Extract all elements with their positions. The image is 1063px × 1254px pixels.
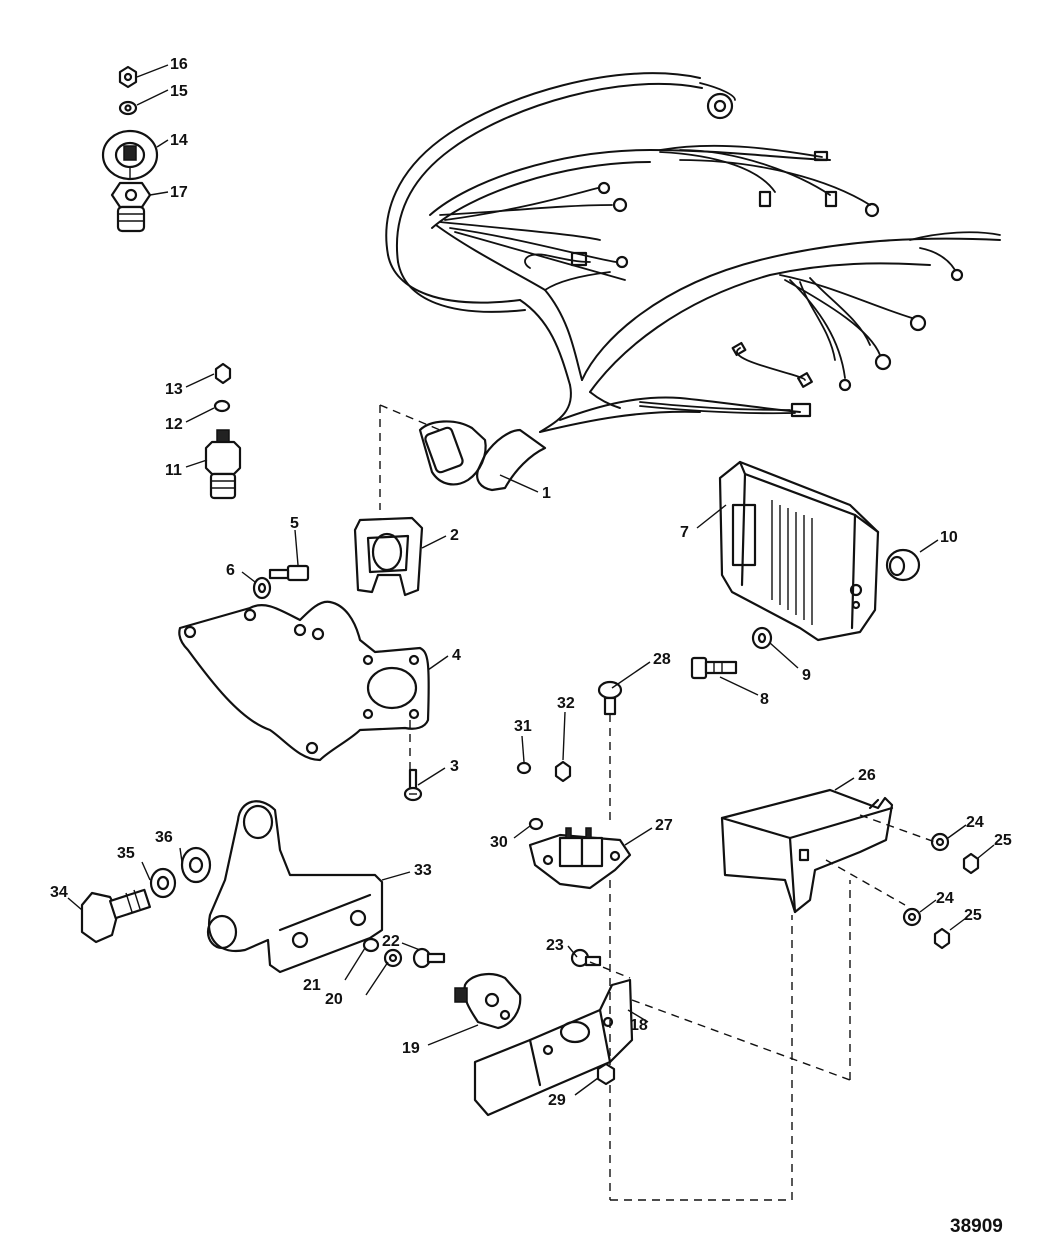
part-9-washer xyxy=(751,626,773,650)
part-25b-nut xyxy=(933,927,951,950)
part-30-nut xyxy=(528,817,544,831)
part-36-washer xyxy=(180,846,212,884)
callout-25a: 25 xyxy=(994,832,1012,849)
callout-21: 21 xyxy=(303,977,321,994)
part-24b-washer xyxy=(902,907,922,927)
callout-2: 2 xyxy=(450,527,459,544)
callout-10: 10 xyxy=(940,529,958,546)
part-20-washer xyxy=(383,948,403,968)
wiring-harness xyxy=(385,72,1001,492)
callout-34: 34 xyxy=(50,884,68,901)
part-24a-washer xyxy=(930,832,950,852)
part-23-screw xyxy=(570,948,602,968)
part-28-bolt xyxy=(597,680,623,716)
callout-31: 31 xyxy=(514,718,532,735)
part-10-grommet xyxy=(885,548,921,582)
callout-25b: 25 xyxy=(964,907,982,924)
part-29-nut xyxy=(596,1062,616,1086)
part-26-cover xyxy=(720,788,894,914)
leader-lines xyxy=(67,64,995,1096)
callout-16: 16 xyxy=(170,56,188,73)
callout-5: 5 xyxy=(290,515,299,532)
part-18-bracket xyxy=(473,978,634,1117)
part-4-mount-plate xyxy=(178,600,430,762)
callout-4: 4 xyxy=(452,647,461,664)
callout-26: 26 xyxy=(858,767,876,784)
callout-17: 17 xyxy=(170,184,188,201)
callout-22: 22 xyxy=(382,933,400,950)
part-11-switch xyxy=(204,429,242,500)
callout-18: 18 xyxy=(630,1017,648,1034)
part-34-bolt xyxy=(80,888,152,944)
callout-1: 1 xyxy=(542,485,551,502)
callout-6: 6 xyxy=(226,562,235,579)
callout-9: 9 xyxy=(802,667,811,684)
part-19-switch xyxy=(454,972,522,1030)
part-8-bolt xyxy=(690,656,738,680)
callout-36: 36 xyxy=(155,829,173,846)
callout-3: 3 xyxy=(450,758,459,775)
drawing-number: 38909 xyxy=(950,1216,1003,1237)
part-27-solenoid xyxy=(528,827,632,890)
part-25a-nut xyxy=(962,852,980,875)
callout-24b: 24 xyxy=(936,890,954,907)
part-32-nut xyxy=(554,760,572,783)
alignment-lines xyxy=(379,404,936,1201)
part-31-nut xyxy=(516,761,532,775)
callout-24a: 24 xyxy=(966,814,984,831)
part-22-screw xyxy=(412,947,446,969)
part-2-boot xyxy=(353,516,424,597)
callout-12: 12 xyxy=(165,416,183,433)
part-7-ignition-module xyxy=(718,460,880,642)
callout-labels: 16 15 14 17 13 12 11 1 2 5 6 4 3 7 10 9 … xyxy=(50,56,1012,1237)
part-6-washer xyxy=(252,576,272,600)
callout-19: 19 xyxy=(402,1040,420,1057)
part-16-nut xyxy=(118,65,138,89)
part-13-nut xyxy=(214,362,232,385)
part-14-sender xyxy=(101,129,159,181)
part-17-fitting xyxy=(110,181,152,233)
callout-35: 35 xyxy=(117,845,135,862)
part-15-washer xyxy=(118,100,138,116)
callout-14: 14 xyxy=(170,132,188,149)
part-35-lock-washer xyxy=(149,867,177,899)
callout-20: 20 xyxy=(325,991,343,1008)
part-21-nut xyxy=(362,937,380,953)
callout-32: 32 xyxy=(557,695,575,712)
part-5-screw xyxy=(268,564,310,582)
part-12-washer xyxy=(213,399,231,413)
callout-28: 28 xyxy=(653,651,671,668)
callout-30: 30 xyxy=(490,834,508,851)
callout-27: 27 xyxy=(655,817,673,834)
callout-11: 11 xyxy=(165,462,182,479)
callout-15: 15 xyxy=(170,83,188,100)
callout-23: 23 xyxy=(546,937,564,954)
part-33-bracket xyxy=(206,800,384,974)
callout-7: 7 xyxy=(680,524,689,541)
callout-13: 13 xyxy=(165,381,183,398)
callout-33: 33 xyxy=(414,862,432,879)
callout-8: 8 xyxy=(760,691,769,708)
callout-29: 29 xyxy=(548,1092,566,1109)
part-3-screw xyxy=(403,768,423,802)
